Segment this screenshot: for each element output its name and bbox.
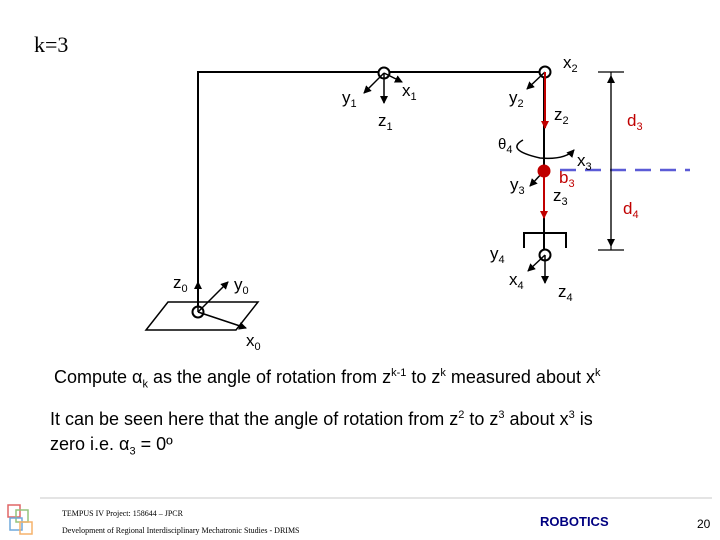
- text-line-explanation: It can be seen here that the angle of ro…: [50, 409, 593, 429]
- label-z2: z2: [554, 105, 569, 127]
- base-plate: [144, 301, 260, 331]
- label-y0: y0: [234, 275, 249, 297]
- label-z3: z3: [553, 186, 568, 208]
- page-number: 20: [697, 517, 711, 531]
- gripper: [523, 232, 567, 248]
- footer-development: Development of Regional Interdisciplinar…: [62, 526, 300, 535]
- footer-project: TEMPUS IV Project: 158644 – JPCR: [62, 509, 183, 518]
- y0-axis: [197, 281, 229, 313]
- label-x0: x0: [246, 331, 261, 353]
- slide-title: k=3: [34, 32, 69, 57]
- label-x4: x4: [509, 270, 524, 292]
- label-theta4: θ4: [498, 136, 512, 156]
- robot-base-link: [197, 71, 544, 310]
- label-z1: z1: [378, 111, 393, 133]
- label-x1: x1: [402, 81, 417, 103]
- y2-axis: [526, 71, 546, 90]
- x4-axis: [527, 254, 546, 272]
- text-line-conclusion: zero i.e. α3 = 0º: [50, 434, 173, 458]
- x0-axis: [197, 311, 247, 330]
- label-y2: y2: [509, 88, 524, 110]
- label-d4: d4: [623, 199, 639, 221]
- label-x3: x3: [577, 151, 592, 173]
- drims-logo: [7, 504, 33, 535]
- label-y3: y3: [510, 175, 525, 197]
- label-y4: y4: [490, 244, 505, 266]
- y1-axis: [363, 72, 385, 94]
- x1-axis: [383, 72, 403, 83]
- label-d3: d3: [627, 111, 643, 133]
- label-b3: b3: [559, 168, 575, 190]
- label-x2: x2: [563, 53, 578, 75]
- footer-course-title: ROBOTICS: [540, 514, 609, 529]
- text-line-compute-alpha: Compute αk as the angle of rotation from…: [54, 367, 601, 391]
- label-z4: z4: [558, 282, 573, 304]
- theta4-rotation-arrow: [516, 139, 575, 160]
- label-z0: z0: [173, 273, 188, 295]
- frame3-origin: [537, 164, 551, 178]
- label-y1: y1: [342, 88, 357, 110]
